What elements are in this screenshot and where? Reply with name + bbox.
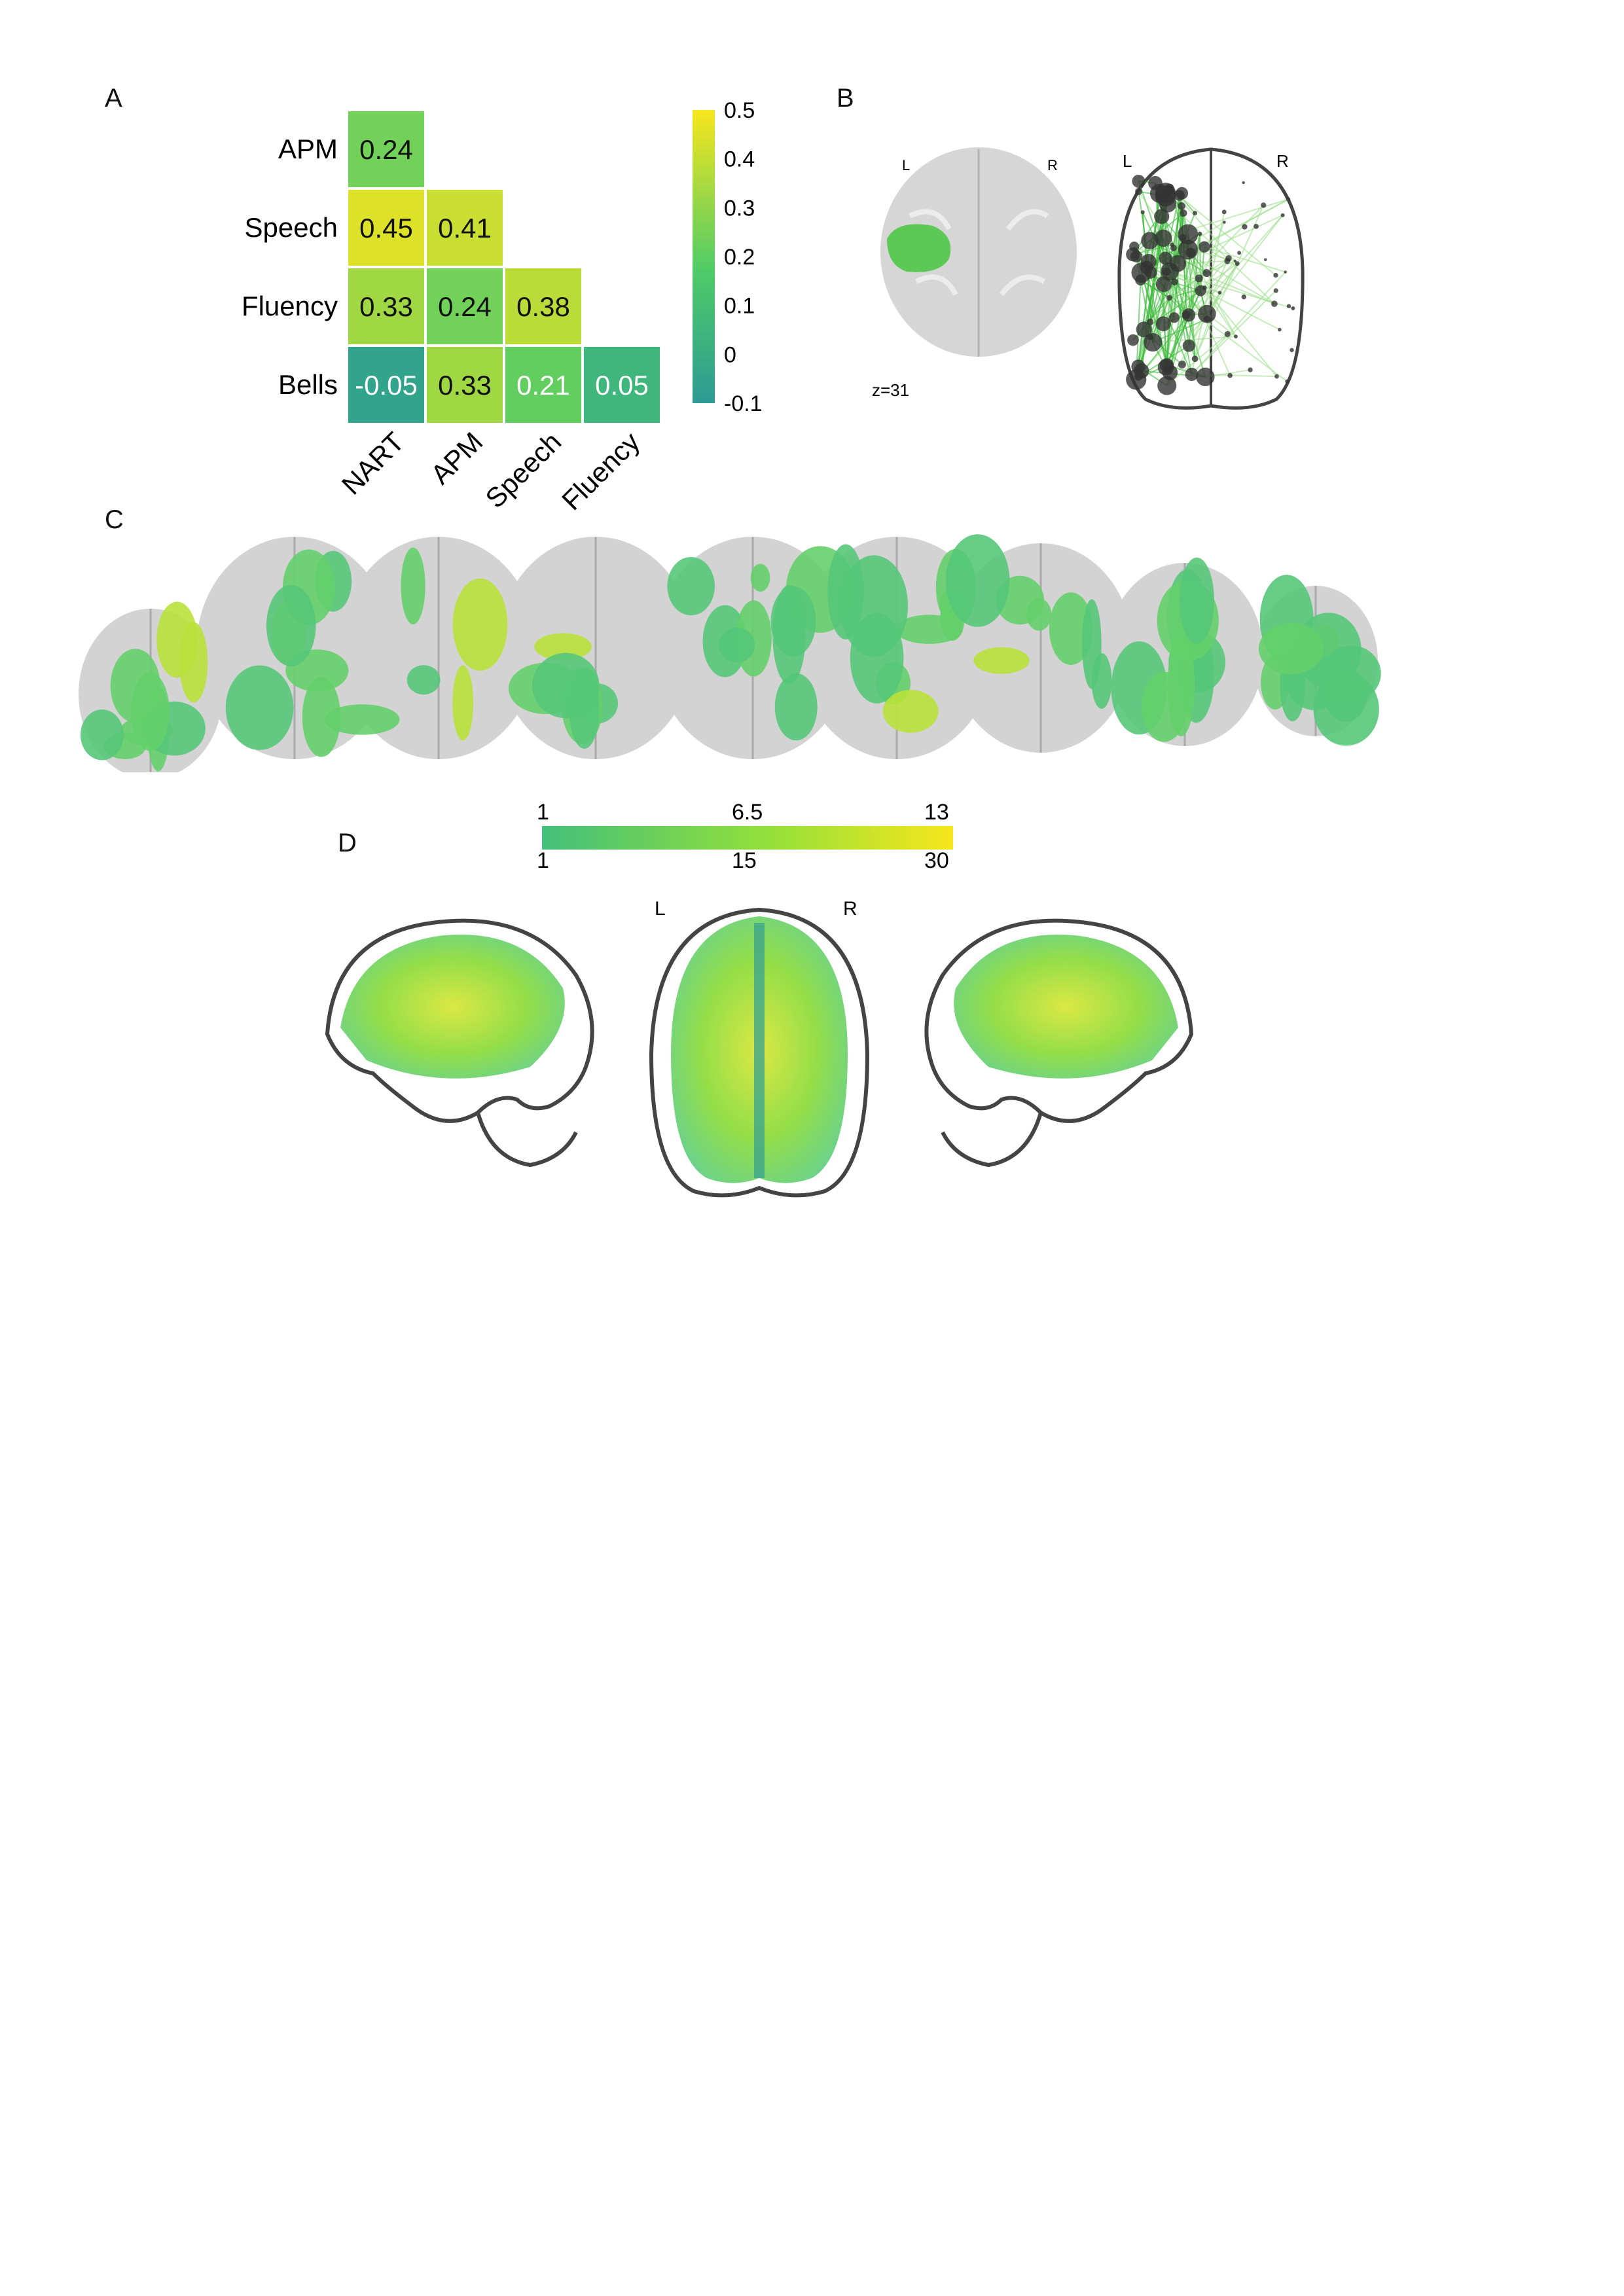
colorbar-tick-label: 0.3 — [724, 196, 755, 221]
heatmap-row-label: Bells — [278, 369, 338, 400]
heatmap-cell-value: 0.33 — [359, 291, 413, 322]
heatmap-cell-value: 0.33 — [438, 370, 492, 401]
slice-right-label: R — [1047, 157, 1058, 173]
d-axial-right-label: R — [843, 898, 857, 920]
colorbar-tick-label: 0.5 — [724, 98, 755, 123]
panel-label-c: C — [105, 505, 124, 534]
lesion-blob — [887, 224, 951, 272]
heatmap-cell-value: 0.24 — [438, 291, 492, 322]
heatmap-cell — [503, 344, 584, 425]
d-axial-left-label: L — [655, 898, 666, 920]
glass-left-label: L — [1123, 151, 1132, 171]
heatmap-cell — [424, 187, 505, 268]
heatmap-col-label: APM — [425, 426, 489, 490]
colorbar-tick-label: -0.1 — [724, 391, 763, 416]
colorbar-tick-label: 0 — [724, 342, 736, 367]
scale-bottom-max: 30 — [924, 848, 949, 869]
panel-label-d: D — [338, 829, 357, 857]
heatmap-cell-value: 0.05 — [595, 370, 649, 401]
scale-top-min: 1 — [537, 800, 549, 825]
scale-bottom-mid: 15 — [732, 848, 757, 869]
heatmap-row-label: APM — [278, 134, 338, 164]
glass-brain-axial — [1117, 147, 1305, 410]
panel-b-brains: L R z=31 L R — [872, 147, 1305, 410]
heatmap-col-label: Fluency — [556, 426, 645, 516]
slice-left-label: L — [902, 157, 910, 173]
heatmap-cell — [424, 266, 505, 347]
heatmap-cell — [581, 344, 662, 425]
panel-label-a: A — [105, 84, 122, 113]
glass-right-label: R — [1276, 151, 1289, 171]
colorbar-tick-label: 0.1 — [724, 294, 755, 319]
panel-d-scale: 1 6.5 13 1 15 30 — [537, 800, 953, 869]
heatmap-cell-value: 0.41 — [438, 213, 492, 243]
glass-brain-axial-d — [649, 907, 870, 1198]
heatmap-col-label: Speech — [479, 426, 567, 514]
colorbar-tick-label: 0.2 — [724, 245, 755, 270]
heatmap-row-label: Fluency — [242, 291, 338, 321]
heatmap-cell — [424, 344, 505, 425]
heatmap-cell-value: 0.21 — [516, 370, 570, 401]
heatmap-colorbar — [693, 110, 715, 403]
scale-bottom-min: 1 — [537, 848, 549, 869]
heatmap-cell — [346, 344, 427, 425]
heatmap-cell-value: 0.38 — [516, 291, 570, 322]
scale-top-max: 13 — [924, 800, 949, 825]
panel-label-b: B — [837, 84, 854, 113]
heatmap-col-label: NART — [336, 426, 410, 501]
glass-brain-right-sagittal — [924, 918, 1194, 1168]
colorbar-tick-label: 0.4 — [724, 147, 755, 172]
axial-slice-montage — [79, 534, 1381, 772]
heatmap-cell-value: 0.24 — [359, 134, 413, 165]
heatmap-cell-value: -0.05 — [355, 370, 418, 401]
slice-coordinate: z=31 — [872, 380, 909, 400]
connectivity-colorbar — [542, 826, 953, 850]
glass-brain-left-sagittal — [325, 918, 594, 1168]
scale-top-mid: 6.5 — [732, 800, 763, 825]
panel-d-glass-brains: L R — [325, 898, 1194, 1198]
axial-slice — [880, 147, 1077, 357]
heatmap-cell-value: 0.45 — [359, 213, 413, 243]
heatmap-cell — [503, 266, 584, 347]
heatmap-row-label: Speech — [245, 212, 338, 243]
